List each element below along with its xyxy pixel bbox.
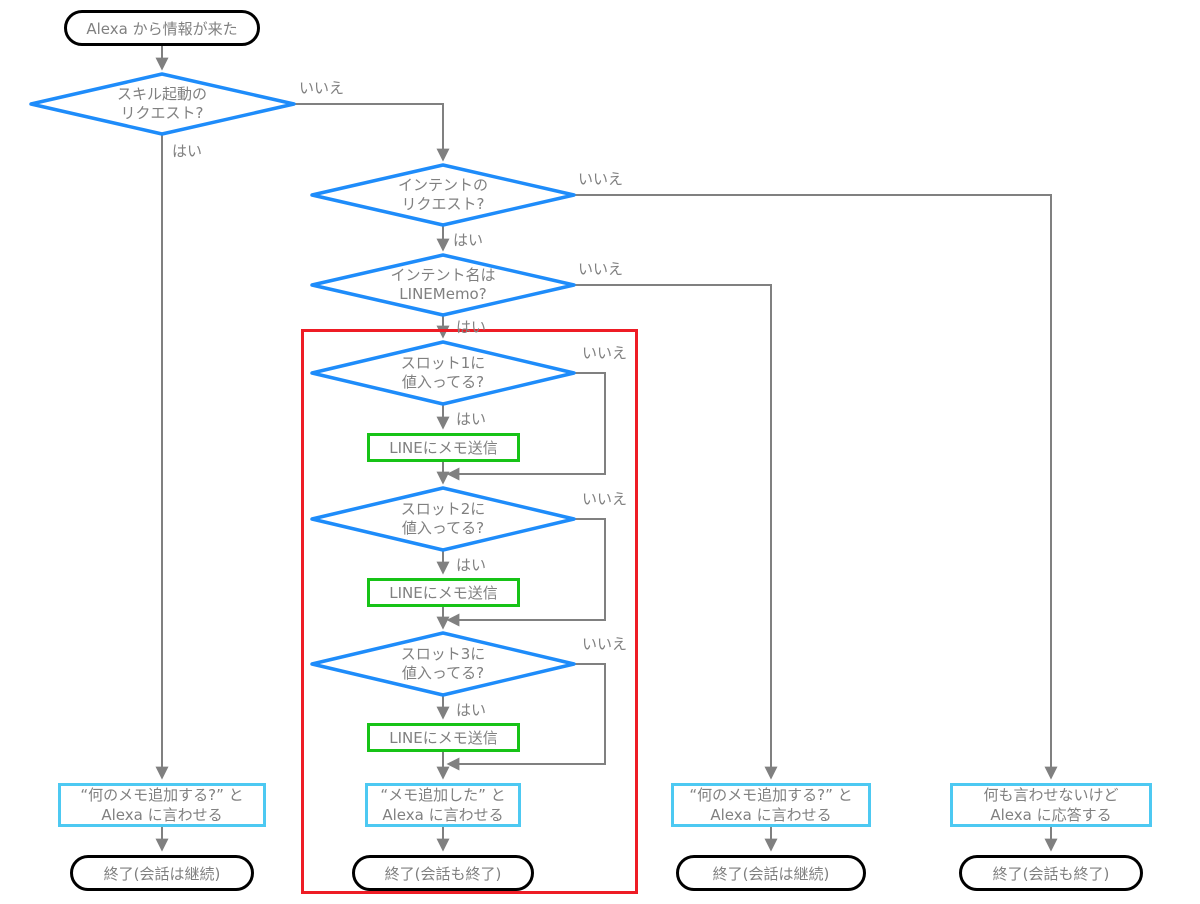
output-ask-memo-2-line1: “何のメモ追加する?” と <box>689 786 853 804</box>
start-terminator: Alexa から情報が来た <box>64 10 260 46</box>
output-silent-response-line2: Alexa に応答する <box>990 806 1112 824</box>
output-memo-added-line1: “メモ追加した” と <box>380 786 506 804</box>
decision-intent-line2: リクエスト? <box>401 195 485 213</box>
edge-label-slot2-no: いいえ <box>582 490 628 508</box>
decision-skill-diamond <box>29 72 296 136</box>
decision-slot3-line1: スロット3に <box>400 645 486 663</box>
edge-label-intentname-yes: はい <box>456 318 487 336</box>
end-terminator-3: 終了(会話は継続) <box>676 855 866 891</box>
end-terminator-4-label: 終了(会話も終了) <box>992 864 1110 883</box>
edge-slot2-no-bypass <box>446 518 606 627</box>
decision-skill-line2: リクエスト? <box>120 104 204 122</box>
decision-slot1-diamond <box>310 340 576 406</box>
decision-slot2-line2: 値入ってる? <box>401 519 485 537</box>
decision-skill-label: スキル起動の リクエスト? <box>52 85 272 123</box>
decision-intentname-diamond <box>310 253 576 317</box>
decision-intentname-line2: LINEMemo? <box>399 285 487 303</box>
edge-label-skill-yes: はい <box>172 142 203 160</box>
action-send-memo-1: LINEにメモ送信 <box>367 433 520 462</box>
decision-slot2-label: スロット2に 値入ってる? <box>333 500 553 538</box>
output-silent-response: 何も言わせないけど Alexa に応答する <box>950 783 1152 827</box>
end-terminator-2-label: 終了(会話も終了) <box>384 864 502 883</box>
decision-slot2-line1: スロット2に <box>400 500 486 518</box>
action-send-memo-3: LINEにメモ送信 <box>367 723 520 752</box>
edge-intentname-no <box>574 284 778 780</box>
edge-label-slot3-no: いいえ <box>582 635 628 653</box>
output-ask-memo-2-line2: Alexa に言わせる <box>710 806 832 824</box>
decision-slot3-line2: 値入ってる? <box>401 664 485 682</box>
edge-label-slot1-no: いいえ <box>582 344 628 362</box>
action-send-memo-3-label: LINEにメモ送信 <box>389 729 498 747</box>
edge-slot1-no-bypass <box>446 372 606 481</box>
output-ask-memo-1: “何のメモ追加する?” と Alexa に言わせる <box>58 783 266 827</box>
edge-label-intent-yes: はい <box>453 231 484 249</box>
output-ask-memo-2: “何のメモ追加する?” と Alexa に言わせる <box>671 783 871 827</box>
edge-intent-no <box>574 194 1058 780</box>
decision-intent-diamond <box>310 163 576 227</box>
output-ask-memo-1-line1: “何のメモ追加する?” と <box>80 786 244 804</box>
edge-label-intentname-no: いいえ <box>578 260 624 278</box>
end-terminator-2: 終了(会話も終了) <box>352 855 534 891</box>
slot-section-highlight-box <box>301 329 638 894</box>
output-ask-memo-1-line2: Alexa に言わせる <box>101 806 223 824</box>
decision-intent-label: インテントの リクエスト? <box>333 176 553 214</box>
action-send-memo-1-label: LINEにメモ送信 <box>389 439 498 457</box>
action-send-memo-2-label: LINEにメモ送信 <box>389 584 498 602</box>
start-terminator-label: Alexa から情報が来た <box>86 19 238 38</box>
decision-slot2-diamond <box>310 486 576 552</box>
decision-intent-line1: インテントの <box>397 176 488 194</box>
output-memo-added: “メモ追加した” と Alexa に言わせる <box>365 783 521 827</box>
action-send-memo-2: LINEにメモ送信 <box>367 578 520 607</box>
end-terminator-3-label: 終了(会話は継続) <box>712 864 830 883</box>
end-terminator-1: 終了(会話は継続) <box>70 855 254 891</box>
edge-slot3-no-bypass <box>446 663 606 771</box>
edge-skill-no <box>294 103 450 162</box>
edge-label-intent-no: いいえ <box>578 170 624 188</box>
decision-slot1-label: スロット1に 値入ってる? <box>333 354 553 392</box>
output-silent-response-line1: 何も言わせないけど <box>983 786 1119 804</box>
edge-label-slot1-yes: はい <box>456 410 487 428</box>
edge-label-slot2-yes: はい <box>456 556 487 574</box>
end-terminator-1-label: 終了(会話は継続) <box>103 864 221 883</box>
edge-label-slot3-yes: はい <box>456 701 487 719</box>
output-memo-added-line2: Alexa に言わせる <box>382 806 504 824</box>
decision-intentname-line1: インテント名は <box>390 266 496 284</box>
edge-label-skill-no: いいえ <box>299 79 345 97</box>
decision-slot1-line1: スロット1に <box>400 354 486 372</box>
decision-slot1-line2: 値入ってる? <box>401 373 485 391</box>
end-terminator-4: 終了(会話も終了) <box>959 855 1143 891</box>
decision-intentname-label: インテント名は LINEMemo? <box>333 266 553 304</box>
decision-slot3-label: スロット3に 値入ってる? <box>333 645 553 683</box>
decision-skill-line1: スキル起動の <box>116 85 207 103</box>
decision-slot3-diamond <box>310 631 576 697</box>
